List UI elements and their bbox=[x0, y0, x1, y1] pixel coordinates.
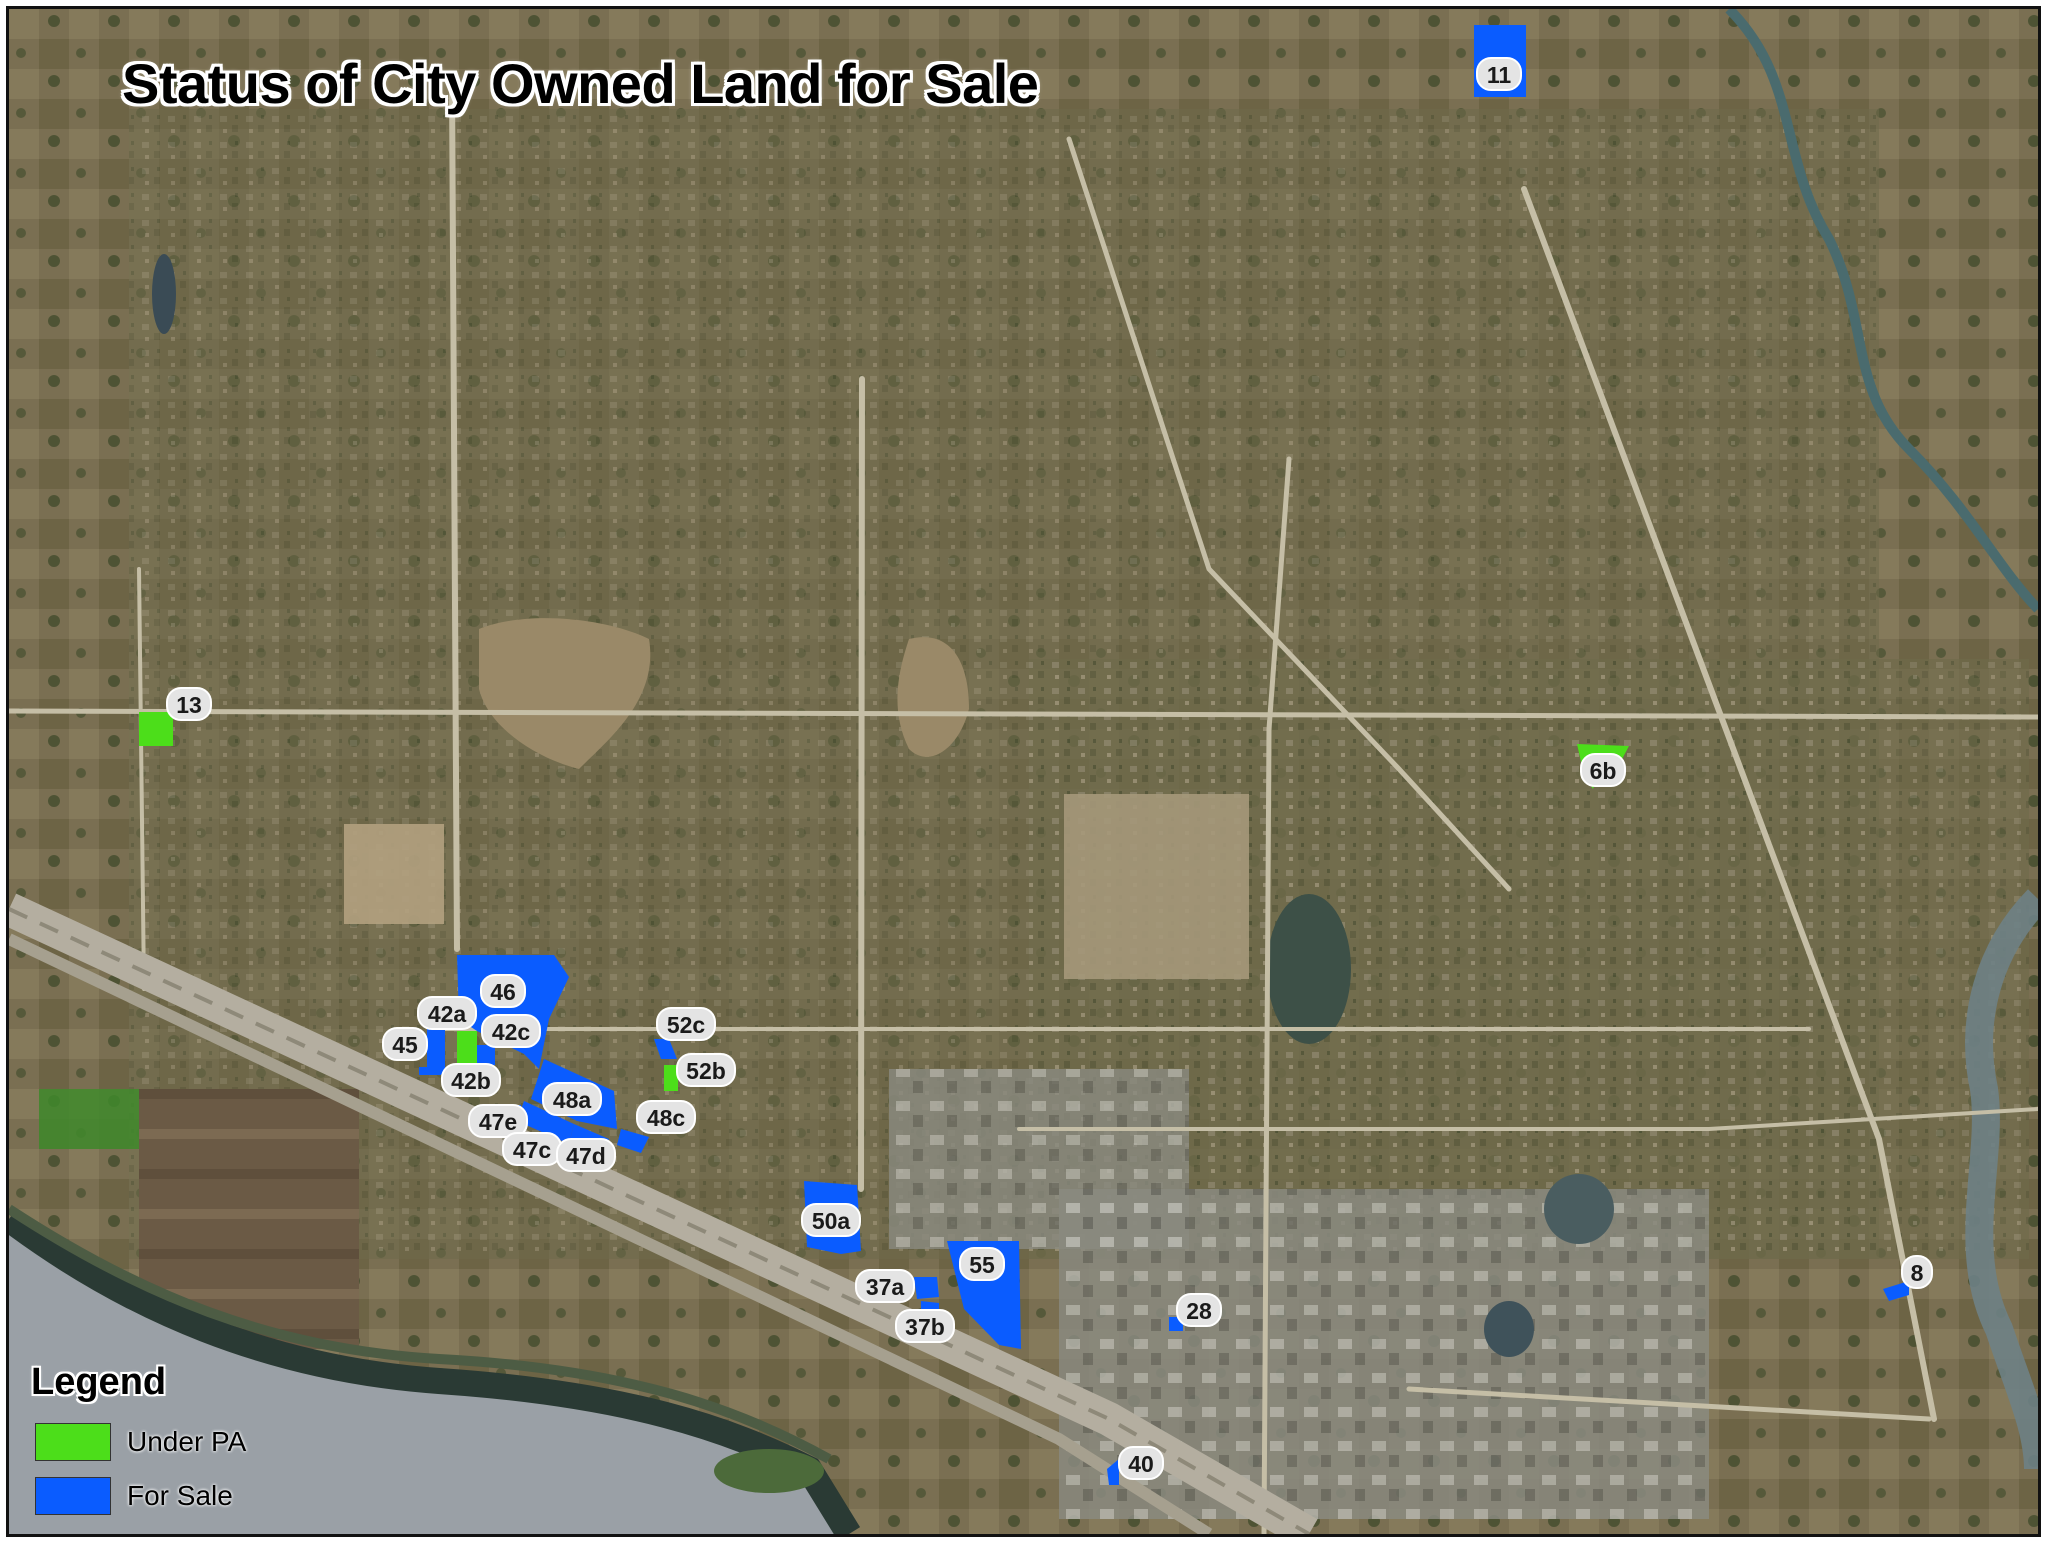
parcel-52b[interactable] bbox=[664, 1065, 678, 1091]
parcel-label-bg-42b bbox=[441, 1063, 501, 1097]
parcel-label-37a[interactable]: 37a bbox=[866, 1274, 905, 1300]
parcel-label-bg-40 bbox=[1118, 1446, 1164, 1480]
parcel-label-bg-8 bbox=[1901, 1255, 1933, 1289]
parcel-37a[interactable] bbox=[914, 1277, 939, 1299]
parcel-label-48c[interactable]: 48c bbox=[647, 1105, 686, 1131]
parcel-label-bg-47d bbox=[556, 1138, 616, 1172]
parcel-label-bg-13 bbox=[166, 687, 212, 721]
parcel-label-13[interactable]: 13 bbox=[176, 692, 202, 718]
parcel-label-bg-28 bbox=[1176, 1293, 1222, 1327]
parcel-label-bg-42c bbox=[481, 1014, 541, 1048]
parcel-42c[interactable] bbox=[477, 1045, 495, 1065]
parcel-label-6b[interactable]: 6b bbox=[1590, 758, 1617, 784]
parcel-label-bg-37a bbox=[855, 1269, 915, 1303]
parcel-8[interactable] bbox=[1883, 1281, 1909, 1301]
parcel-label-bg-47e bbox=[468, 1104, 528, 1138]
parcel-label-bg-45 bbox=[382, 1027, 428, 1061]
parcel-label-48a[interactable]: 48a bbox=[553, 1087, 592, 1113]
parcel-label-bg-52c bbox=[656, 1007, 716, 1041]
parcel-label-47e[interactable]: 47e bbox=[479, 1109, 517, 1135]
legend-item-under-pa: Under PA bbox=[35, 1423, 246, 1461]
parcel-42a[interactable] bbox=[427, 1024, 445, 1074]
legend-swatch-under-pa bbox=[35, 1423, 111, 1461]
parcel-label-bg-46 bbox=[480, 974, 526, 1008]
parcel-label-55[interactable]: 55 bbox=[969, 1252, 995, 1278]
parcel-42b[interactable] bbox=[457, 1031, 477, 1065]
legend-label-under-pa: Under PA bbox=[127, 1426, 247, 1457]
parcel-label-47d[interactable]: 47d bbox=[566, 1143, 606, 1169]
parcel-label-40[interactable]: 40 bbox=[1128, 1451, 1154, 1477]
parcel-13[interactable] bbox=[139, 712, 173, 746]
parcel-label-28[interactable]: 28 bbox=[1186, 1298, 1212, 1324]
parcel-40[interactable] bbox=[1107, 1459, 1119, 1485]
legend-swatch-for-sale bbox=[35, 1477, 111, 1515]
parcel-label-bg-37b bbox=[895, 1309, 955, 1343]
parcel-label-37b[interactable]: 37b bbox=[905, 1314, 945, 1340]
parcel-label-11[interactable]: 11 bbox=[1487, 62, 1512, 88]
parcel-label-bg-48c bbox=[636, 1100, 696, 1134]
parcel-label-bg-55 bbox=[959, 1247, 1005, 1281]
parcel-48c[interactable] bbox=[617, 1129, 649, 1153]
legend-title: Legend bbox=[31, 1361, 167, 1403]
parcel-label-46[interactable]: 46 bbox=[490, 979, 516, 1005]
parcel-label-42a[interactable]: 42a bbox=[428, 1001, 467, 1027]
legend-item-for-sale: For Sale bbox=[35, 1477, 233, 1515]
parcel-label-bg-50a bbox=[801, 1203, 861, 1237]
parcel-label-45[interactable]: 45 bbox=[392, 1032, 418, 1058]
parcel-52c[interactable] bbox=[654, 1039, 677, 1059]
map-title: Status of City Owned Land for Sale bbox=[122, 52, 1039, 115]
parcel-label-bg-11 bbox=[1476, 57, 1522, 91]
parcel-label-bg-52b bbox=[676, 1053, 736, 1087]
parcel-label-8[interactable]: 8 bbox=[1911, 1260, 1924, 1286]
parcel-label-42b[interactable]: 42b bbox=[451, 1068, 491, 1094]
legend-label-for-sale: For Sale bbox=[127, 1480, 233, 1511]
parcel-45[interactable] bbox=[419, 1067, 441, 1075]
parcel-label-52c[interactable]: 52c bbox=[667, 1012, 706, 1038]
parcel-label-50a[interactable]: 50a bbox=[812, 1208, 851, 1234]
parcel-label-42c[interactable]: 42c bbox=[492, 1019, 531, 1045]
parcel-label-47c[interactable]: 47c bbox=[513, 1137, 552, 1163]
parcel-label-52b[interactable]: 52b bbox=[686, 1058, 726, 1084]
parcel-47c[interactable] bbox=[517, 1101, 574, 1144]
parcel-label-bg-48a bbox=[542, 1082, 602, 1116]
parcel-label-bg-42a bbox=[417, 996, 477, 1030]
parcel-label-bg-6b bbox=[1580, 753, 1626, 787]
